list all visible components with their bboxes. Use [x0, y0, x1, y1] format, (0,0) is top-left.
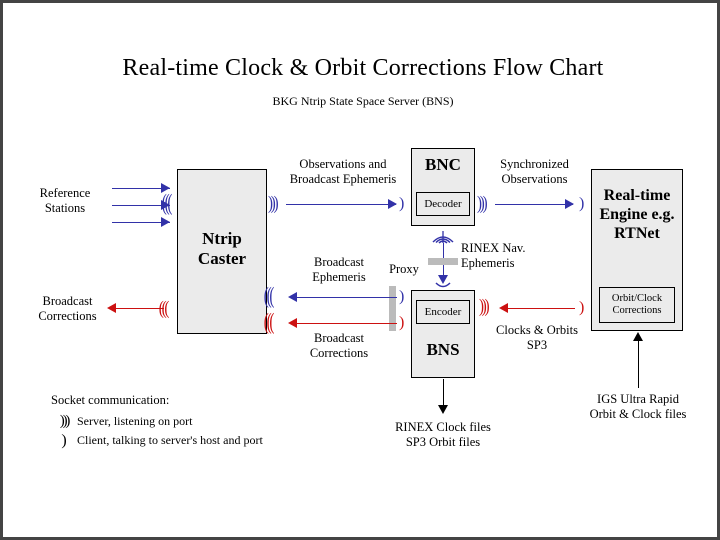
socket-server-icon-legend: ))): [59, 413, 71, 429]
label-rinex-clock-sp3-files: RINEX Clock files SP3 Orbit files: [395, 420, 491, 449]
antenna-broadcast-icon: [430, 229, 456, 245]
label-broadcast-ephemeris: Broadcast Ephemeris: [312, 255, 366, 284]
socket-client-icon-rte-in: ): [579, 195, 585, 212]
socket-server-icon-bns-clocks-in: ))): [479, 296, 490, 317]
socket-server-icon-caster-out-left: ))): [161, 298, 170, 319]
legend: Socket communication: ))) Server, listen…: [51, 393, 351, 451]
label-rinex-nav-ephemeris: RINEX Nav. Ephemeris: [461, 241, 526, 270]
page-title: Real-time Clock & Orbit Corrections Flow…: [122, 55, 604, 81]
node-bnc-decoder[interactable]: Decoder: [416, 192, 470, 216]
legend-heading: Socket communication:: [51, 393, 170, 407]
node-bns-encoder[interactable]: Encoder: [416, 300, 470, 324]
legend-item-client-label: Client, talking to server's host and por…: [77, 433, 263, 447]
proxy-bar-horizontal: [428, 258, 458, 265]
label-proxy: Proxy: [389, 262, 419, 276]
antenna-receive-icon: [435, 282, 451, 290]
proxy-bar-vertical: [389, 286, 396, 331]
label-broadcast-corrections-mid: Broadcast Corrections: [309, 331, 369, 360]
socket-server-icon-caster-beph-in: ))): [266, 284, 275, 310]
legend-item-server-label: Server, listening on port: [77, 414, 193, 428]
socket-client-icon-bnc-in: ): [399, 195, 405, 212]
label-igs-ultra-rapid: IGS Ultra Rapid Orbit & Clock files: [589, 392, 687, 421]
node-bns-title: BNS: [426, 340, 460, 359]
label-reference-stations: Reference Stations: [39, 186, 91, 215]
node-ntrip-caster-title: Ntrip Caster: [197, 229, 247, 269]
node-bnc-title: BNC: [425, 155, 461, 174]
node-orbit-clock-corrections[interactable]: Orbit/Clock Corrections: [599, 287, 675, 323]
label-observations-broadcast-ephemeris: Observations and Broadcast Ephemeris: [289, 157, 397, 186]
socket-server-icon-caster-in: ))): [164, 191, 173, 217]
socket-client-icon-legend: ): [61, 431, 67, 449]
label-clocks-orbits-sp3: Clocks & Orbits SP3: [496, 323, 578, 352]
socket-client-icon-bns-bcorr-out: ): [399, 314, 405, 331]
legend-item-server: ))) Server, listening on port: [51, 413, 351, 430]
socket-client-icon-bns-beph-out: ): [399, 288, 405, 305]
socket-server-icon-caster-bcorr-in: ))): [266, 310, 275, 336]
socket-client-icon-rte-clocks-out: ): [579, 299, 585, 316]
label-synchronized-observations: Synchronized Observations: [500, 157, 569, 186]
socket-server-icon-caster-obs-out: ))): [268, 193, 279, 214]
node-ntrip-caster[interactable]: Ntrip Caster: [177, 169, 267, 334]
label-broadcast-corrections-out: Broadcast Corrections: [38, 294, 97, 323]
legend-item-client: ) Client, talking to server's host and p…: [51, 432, 351, 449]
page-subtitle: BKG Ntrip State Space Server (BNS): [272, 94, 454, 108]
socket-server-icon-bnc-out: ))): [477, 193, 488, 214]
node-real-time-engine-title: Real-time Engine e.g. RTNet: [599, 187, 675, 242]
